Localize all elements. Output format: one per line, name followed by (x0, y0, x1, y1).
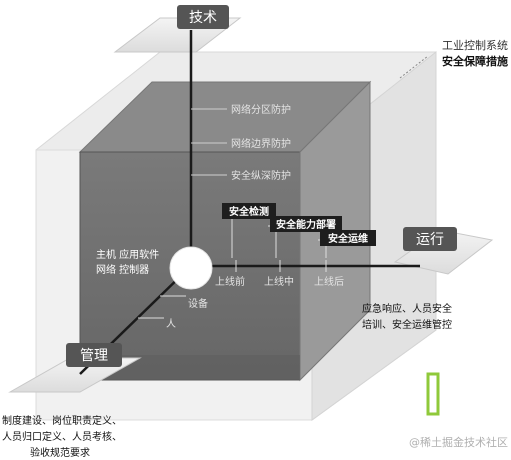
mgmt-desc-line1: 制度建设、岗位职责定义、 (2, 414, 122, 427)
ops-axis-label: 运行 (416, 232, 444, 248)
phase-label: 上线中 (264, 275, 294, 288)
phase-label: 上线前 (215, 275, 245, 288)
mgmt-desc-line3: 验收规范要求 (30, 446, 90, 459)
ops-desc-line1: 应急响应、人员安全 (362, 302, 452, 315)
measure-badges: 安全检测 安全能力部署 安全运维 (222, 203, 376, 246)
measure-label: 安全检测 (229, 205, 269, 218)
measure-label: 安全运维 (328, 232, 368, 245)
measure-label: 安全能力部署 (276, 218, 336, 231)
tech-level-label: 安全纵深防护 (231, 169, 291, 182)
title-line1: 工业控制系统 (442, 38, 508, 52)
mgmt-level-label: 人 (166, 318, 176, 330)
tech-levels: 网络分区防护 网络边界防护 安全纵深防护 (231, 103, 291, 182)
phase-labels: 上线前 上线中 上线后 (215, 275, 344, 288)
mgmt-levels: 设备 人 (166, 297, 208, 330)
phase-label: 上线后 (314, 275, 344, 288)
tech-level-label: 网络边界防护 (231, 137, 291, 150)
watermark: @稀土掘金技术社区 (409, 435, 508, 449)
title-line2: 安全保障措施 (442, 54, 508, 68)
diagram-title: 工业控制系统 安全保障措施 (399, 38, 508, 79)
mgmt-desc-line2: 人员归口定义、人员考核、 (2, 430, 122, 443)
ops-axis-badge: 运行 (403, 227, 457, 251)
mgmt-axis-label: 管理 (80, 348, 108, 364)
objects-line1: 主机 应用软件 (96, 248, 159, 261)
mgmt-axis-badge: 管理 (66, 343, 122, 367)
tech-level-label: 网络分区防护 (231, 103, 291, 116)
ops-description: 应急响应、人员安全 培训、安全运维管控 (362, 302, 452, 331)
tech-axis-badge: 技术 (177, 5, 229, 29)
ops-desc-line2: 培训、安全运维管控 (362, 318, 452, 331)
green-accent-bar (426, 372, 440, 416)
ops-ticks (235, 260, 327, 272)
object-labels: 主机 应用软件 网络 控制器 (96, 248, 159, 276)
origin-circle (169, 246, 213, 290)
tech-ticks (191, 108, 227, 176)
mgmt-ticks (138, 295, 186, 319)
mgmt-description: 制度建设、岗位职责定义、 人员归口定义、人员考核、 验收规范要求 (2, 414, 122, 459)
tech-axis-label: 技术 (189, 10, 217, 26)
objects-line2: 网络 控制器 (96, 263, 149, 276)
mgmt-level-label: 设备 (188, 297, 208, 310)
